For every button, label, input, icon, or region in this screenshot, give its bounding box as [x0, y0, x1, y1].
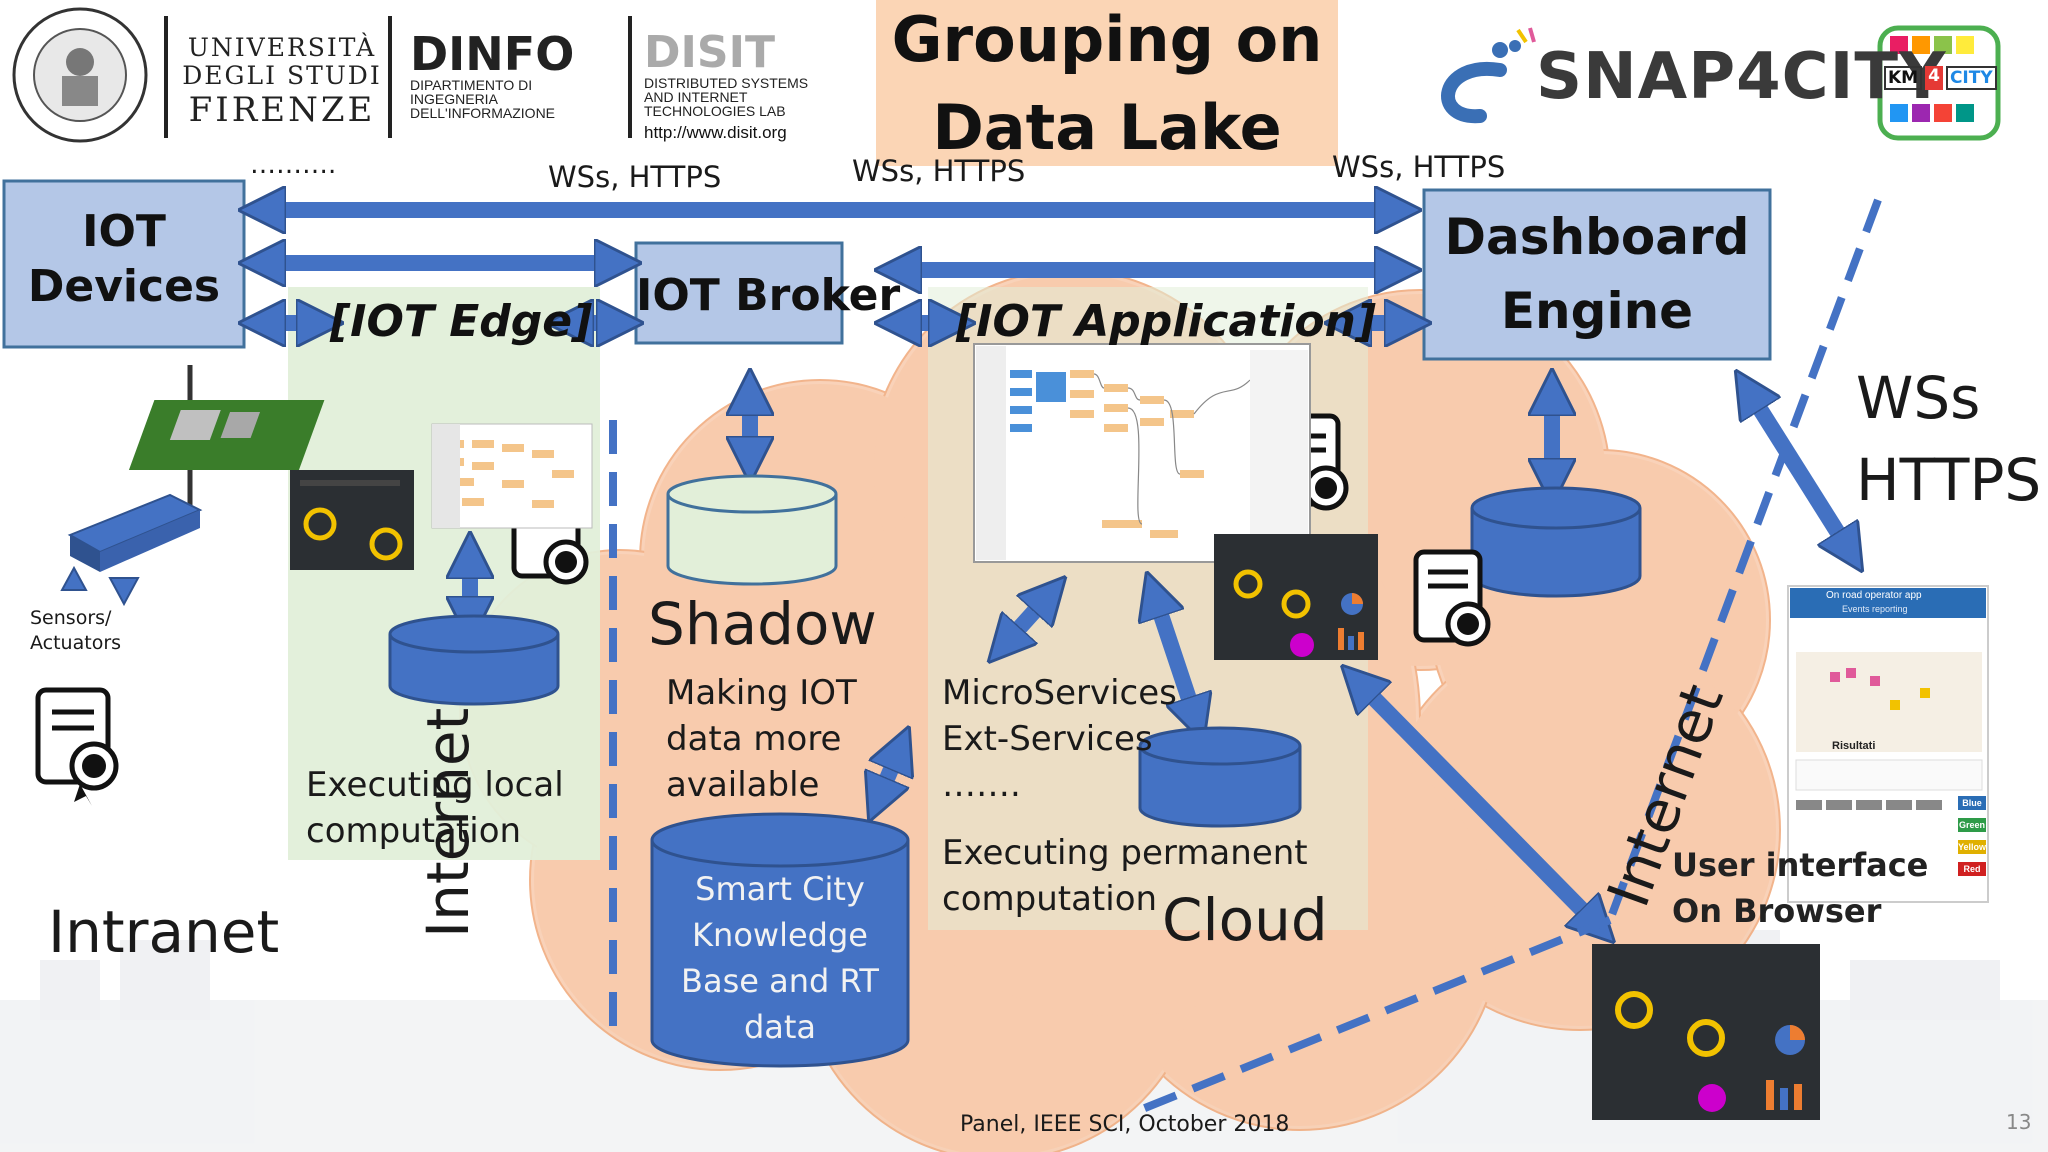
shadow-desc-line3: available: [666, 765, 820, 805]
dinfo-sub3: DELL'INFORMAZIONE: [410, 105, 556, 121]
university-name: UNIVERSITÀ DEGLI STUDI FIRENZE: [182, 33, 382, 131]
perm-line2: computation: [942, 879, 1158, 919]
snap4city-icon: [1441, 27, 1536, 124]
ms-line2: Ext-Services: [942, 719, 1153, 759]
side-protocol-wss: WSs: [1856, 364, 1981, 432]
user-interface-label: User interface On Browser: [1672, 842, 1928, 934]
phone-button-green[interactable]: Green: [1958, 820, 1985, 830]
internet-boundaries: [609, 198, 1882, 1114]
edge-desc-line2: computation: [306, 811, 522, 851]
intranet-label: Intranet: [48, 898, 280, 966]
permanent-computation-label: Executing permanent computation: [942, 830, 1308, 922]
logo-divider-3: [628, 16, 632, 138]
disit-sub1: DISTRIBUTED SYSTEMS: [644, 75, 809, 91]
phone-button-yellow[interactable]: Yellow: [1958, 842, 1987, 852]
protocol-label-3: WSs, HTTPS: [1332, 150, 1506, 184]
protocol-arrows: [262, 210, 1408, 323]
slide-title: Grouping on Data Lake: [876, 0, 1338, 172]
title-background: [876, 0, 1338, 166]
iot-application-screenshot: [973, 343, 1311, 563]
knowledge-base-db: [650, 812, 910, 1068]
slide-title-line1: Grouping on: [891, 3, 1323, 76]
disit-logo: DISIT DISTRIBUTED SYSTEMS AND INTERNET T…: [644, 30, 874, 144]
certificate-icon-dashboard: [1413, 549, 1491, 647]
dinfo-title: DINFO: [410, 27, 575, 81]
logo-divider-1: [164, 16, 168, 138]
unifi-seal-logo: [12, 7, 148, 143]
shadow-label: Shadow: [648, 590, 877, 658]
certificate-icon-left: [35, 687, 119, 806]
logo-divider-2: [388, 16, 392, 138]
app-dashboard-screenshot: [1214, 534, 1378, 660]
phone-buttons: Blue Green Yellow Red: [1958, 796, 1986, 884]
shadow-desc-line2: data more: [666, 719, 842, 759]
protocol-label-2: WSs, HTTPS: [852, 154, 1026, 188]
cloud-label: Cloud: [1162, 886, 1328, 954]
app-db: [1138, 726, 1302, 828]
sensors-actuators-label: Sensors/ Actuators: [30, 606, 121, 656]
dots-label: ……….: [250, 150, 337, 180]
slide-title-line2: Data Lake: [932, 91, 1282, 164]
protocol-label-1: WSs, HTTPS: [548, 160, 722, 194]
iot-broker-label: IOT Broker: [636, 270, 901, 321]
kb-line4: data: [743, 1008, 817, 1046]
dinfo-logo: DINFO DIPARTIMENTO DI INGEGNERIA DELL'IN…: [410, 30, 620, 120]
university-line3: FIRENZE: [188, 90, 376, 130]
side-protocol-https: HTTPS: [1856, 446, 2042, 514]
page-number: 13: [2006, 1110, 2032, 1134]
university-line1: UNIVERSITÀ: [187, 33, 377, 62]
kb-line2: Knowledge: [692, 916, 868, 954]
iot-application-label: [IOT Application]: [956, 296, 1376, 347]
phone-results: Risultati: [1832, 740, 1876, 752]
ui-line1: User interface: [1672, 846, 1929, 884]
dinfo-sub1: DIPARTIMENTO DI: [410, 77, 533, 93]
actuators-label: Actuators: [30, 632, 122, 654]
dashboard-engine-box: [1422, 188, 1772, 361]
dashboard-db: [1470, 486, 1642, 598]
km4city-city: CITY: [1945, 66, 1997, 90]
snap4city-logo: SNAP4CITY: [1536, 40, 1947, 114]
sensors-label: Sensors/: [30, 607, 112, 629]
edge-description: Executing local computation: [306, 762, 564, 854]
iot-broker-box: [634, 241, 844, 345]
disit-url[interactable]: http://www.disit.org: [644, 123, 787, 142]
dinfo-sub2: INGEGNERIA: [410, 91, 498, 107]
dashboard-engine-label: Dashboard Engine: [1444, 208, 1750, 340]
edge-flow-screenshot: [431, 423, 593, 529]
microservices-label: MicroServices Ext-Services …….: [942, 670, 1177, 808]
phone-button-red[interactable]: Red: [1963, 864, 1981, 874]
ms-line3: …….: [942, 765, 1021, 805]
disit-sub2: AND INTERNET: [644, 89, 748, 105]
km4city-4: 4: [1925, 66, 1943, 90]
knowledge-base-label: Smart City Knowledge Base and RT data: [652, 866, 908, 1050]
ui-line2: On Browser: [1672, 892, 1882, 930]
phone-app-screenshot: [1787, 585, 1989, 903]
university-line2: DEGLI STUDI: [182, 61, 382, 90]
ms-line1: MicroServices: [942, 673, 1177, 713]
shadow-desc-line1: Making IOT: [666, 673, 857, 713]
edge-db: [388, 614, 560, 706]
edge-dashboard-screenshot: [290, 470, 414, 570]
shadow-db: [666, 474, 838, 586]
iot-devices-label: IOT Devices: [27, 206, 221, 312]
kb-line1: Smart City: [695, 870, 865, 908]
raspberry-pi-image: [128, 400, 325, 470]
edge-desc-line1: Executing local: [306, 765, 564, 805]
perm-line1: Executing permanent: [942, 833, 1308, 873]
disit-title: DISIT: [644, 27, 775, 78]
router-icon: [60, 365, 203, 607]
phone-header: On road operator app: [1826, 590, 1922, 601]
km4city-km: KM: [1884, 66, 1923, 90]
kb-line3: Base and RT: [681, 962, 879, 1000]
shadow-description: Making IOT data more available: [666, 670, 857, 808]
footer-caption: Panel, IEEE SCI, October 2018: [960, 1112, 1290, 1137]
iot-edge-label: [IOT Edge]: [330, 296, 593, 347]
flow-arrows: [470, 390, 1850, 926]
browser-dashboard-screenshot: [1592, 944, 1820, 1120]
phone-subheader: Events reporting: [1842, 604, 1908, 614]
km4city-label: KM 4 CITY: [1884, 66, 1997, 90]
phone-button-blue[interactable]: Blue: [1962, 798, 1982, 808]
disit-sub3: TECHNOLOGIES LAB: [644, 103, 786, 119]
